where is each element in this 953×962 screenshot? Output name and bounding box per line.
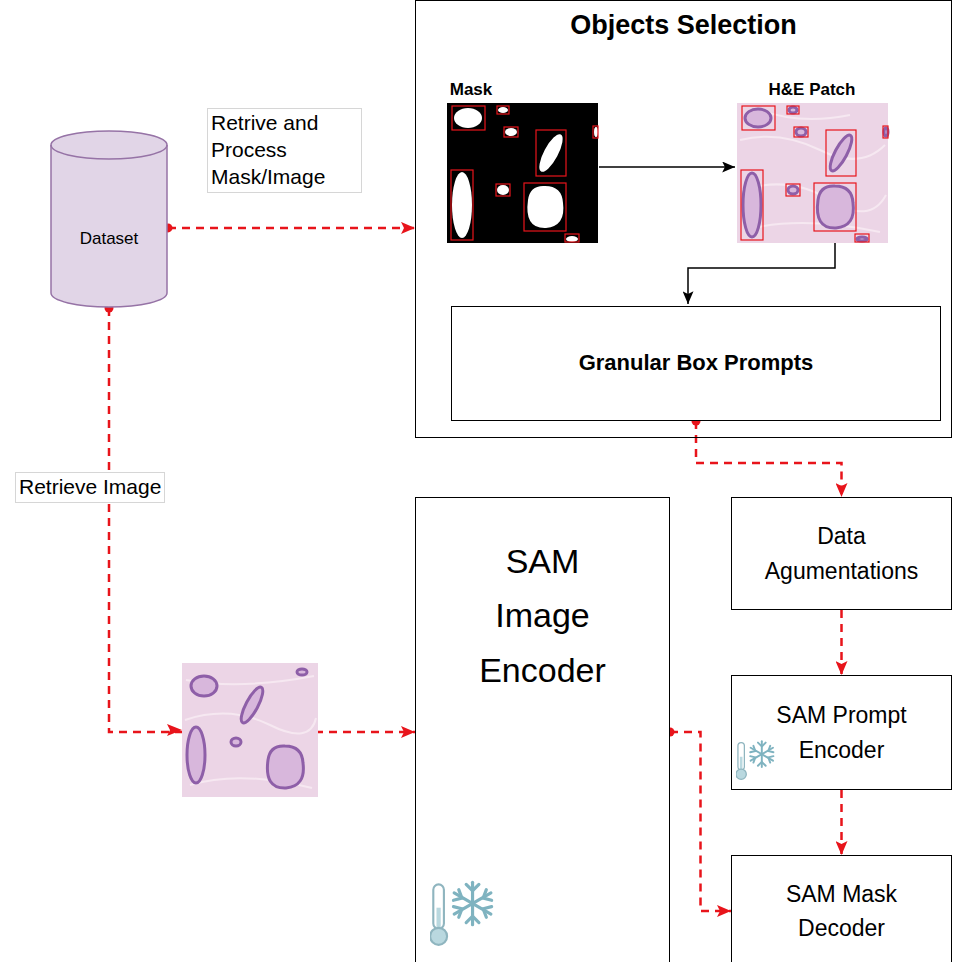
mask-blob — [594, 127, 598, 137]
fibre — [740, 137, 885, 159]
tissue-background — [182, 663, 318, 797]
patch-boxes — [741, 106, 888, 242]
dashed-connector — [840, 610, 843, 675]
bounding-box — [826, 130, 856, 176]
arrowhead — [167, 724, 182, 736]
mask-blob — [566, 236, 578, 242]
process-box: Granular Box Prompts — [451, 306, 941, 421]
mask-blob — [452, 172, 472, 238]
mask-blob — [498, 107, 508, 113]
bounding-box — [855, 234, 869, 242]
dashed-connector — [696, 421, 842, 497]
bounding-box — [741, 170, 763, 240]
dashed-connector — [670, 732, 731, 911]
bounding-box — [787, 106, 799, 114]
bounding-box — [496, 184, 510, 196]
fibre — [745, 223, 880, 232]
frozen-icon — [430, 878, 496, 948]
gland — [237, 685, 266, 726]
gland — [267, 746, 303, 788]
node-text: Objects Selection — [570, 9, 797, 41]
mask-background — [447, 103, 598, 243]
bounding-box — [504, 127, 518, 137]
bounding-box — [742, 106, 775, 130]
frozen-icon-use — [736, 741, 773, 779]
gland — [297, 669, 307, 675]
edge-label: Retrieve Image — [15, 472, 165, 503]
mask-blob — [505, 128, 517, 136]
gland — [817, 186, 853, 228]
frozen-icon — [736, 738, 776, 782]
node-text: Dataset — [80, 229, 139, 249]
mask-boxes — [451, 106, 598, 242]
bounding-box — [497, 106, 509, 114]
process-box: Data Agumentations — [731, 497, 952, 610]
bounding-box — [593, 126, 598, 138]
bounding-box — [786, 184, 800, 196]
tissue-background — [737, 103, 888, 243]
image-caption: H&E Patch — [769, 80, 856, 100]
cylinder-rim — [51, 145, 167, 159]
bounding-box — [524, 183, 566, 231]
fibre — [760, 110, 850, 119]
gland — [796, 128, 806, 136]
tissue-glands — [743, 107, 888, 241]
he-patch-image — [737, 103, 888, 243]
dashed-connector — [168, 227, 415, 230]
retrieved-image — [182, 663, 318, 797]
bounding-box — [814, 183, 856, 231]
node-text: Data Agumentations — [757, 519, 927, 588]
bounding-box — [452, 106, 485, 130]
bounding-box — [565, 234, 579, 242]
tissue-glands — [187, 669, 307, 788]
process-box: SAM Prompt Encoder — [731, 675, 952, 790]
image-caption: Mask — [450, 80, 493, 100]
gland — [857, 237, 867, 241]
node-text: SAM Mask Decoder — [757, 877, 927, 946]
node-text: SAM Image Encoder — [468, 534, 618, 697]
mask-blobs — [452, 107, 598, 242]
cylinder-shape — [50, 130, 168, 308]
mask-blob — [454, 108, 482, 128]
gland — [788, 186, 798, 194]
bounding-box — [536, 130, 566, 176]
mask-blob — [527, 186, 563, 228]
mask-blob — [535, 131, 567, 175]
mask-blob — [497, 185, 509, 195]
gland — [231, 738, 241, 746]
gland — [191, 676, 217, 696]
mask-image — [447, 103, 598, 243]
gland — [743, 173, 761, 237]
flow-arrow — [599, 166, 735, 168]
bounding-box — [451, 170, 473, 240]
group-box: Objects SelectionGranular Box Prompts — [415, 0, 952, 438]
dashed-connector — [840, 790, 843, 855]
node-text: Granular Box Prompts — [579, 350, 814, 376]
bounding-box — [883, 126, 888, 138]
gland — [826, 133, 855, 174]
flow-arrow — [688, 243, 835, 304]
edge-label: Retrive and Process Mask/Image — [207, 108, 362, 193]
gland — [745, 109, 771, 127]
process-box: SAM Mask Decoder — [731, 855, 952, 962]
tissue-fibres — [185, 676, 316, 788]
frozen-icon-use — [430, 882, 492, 945]
cylinder-body — [51, 131, 167, 307]
dataset-cylinder: Dataset — [50, 130, 168, 308]
bounding-box — [794, 127, 808, 137]
gland — [789, 107, 797, 113]
node-text: SAM Prompt Encoder — [757, 698, 927, 767]
gland — [187, 727, 205, 783]
